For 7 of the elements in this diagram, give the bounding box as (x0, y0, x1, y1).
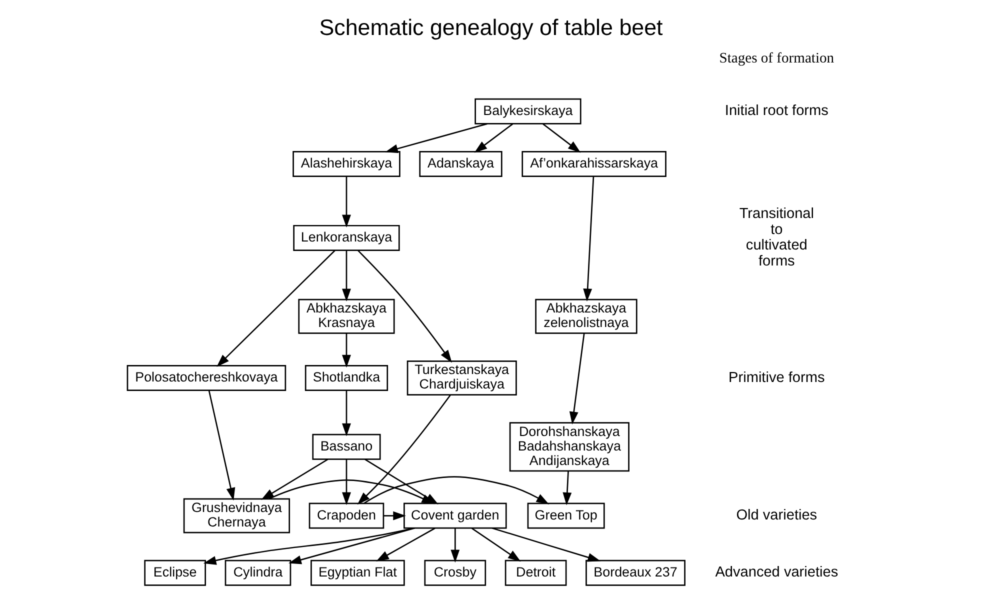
label: Transitional to cultivated forms (739, 206, 814, 270)
label: Stages of formation (719, 50, 834, 67)
label: Advanced varieties (715, 564, 838, 581)
label: Old varieties (736, 508, 818, 524)
label: Primitive forms (728, 370, 825, 386)
label: Initial root forms (724, 103, 828, 120)
diagram-title: Schematic genealogy of table beet (319, 15, 663, 40)
